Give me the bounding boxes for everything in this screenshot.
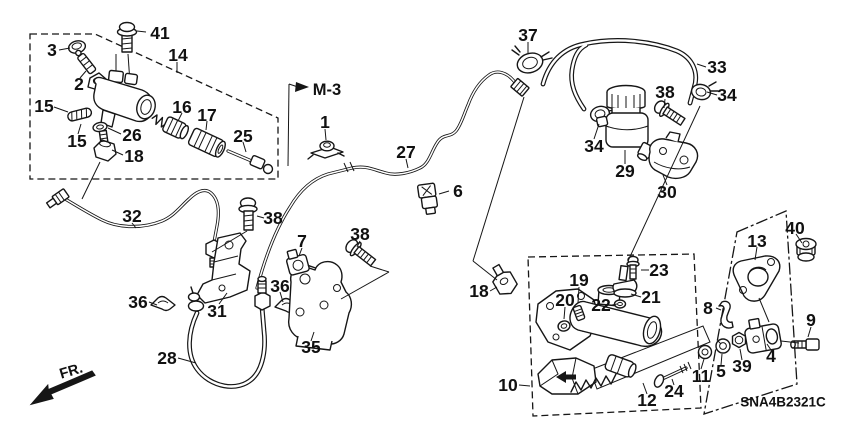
part-label-38-17: 38	[655, 82, 675, 102]
reservoir-inlet-21	[612, 264, 638, 298]
part-label-34-18: 34	[584, 136, 604, 156]
diagram-code: SNA4B2321C	[740, 395, 826, 410]
pedal-joint-4	[744, 317, 782, 354]
label-leader-lines	[53, 30, 812, 395]
reservoir-hose-33	[540, 38, 699, 112]
kit-bag	[537, 357, 597, 395]
part-label-30-20: 30	[657, 182, 677, 202]
hose-bracket-35	[287, 260, 353, 351]
part-label-36-25: 36	[128, 292, 148, 312]
o-ring-20	[557, 320, 571, 332]
union-fitting-18	[93, 129, 117, 162]
mount-plate-13	[732, 255, 781, 302]
reservoir-tank-29	[595, 84, 655, 162]
clutch-pipe-27	[255, 70, 530, 290]
part-label-34-16: 34	[717, 85, 737, 105]
m3-reference: M-3	[295, 81, 341, 99]
part-label-4-42: 4	[766, 346, 776, 366]
part-label-37-14: 37	[518, 25, 537, 45]
part-label-23-35: 23	[649, 260, 669, 280]
hose-clamp-37	[511, 45, 553, 74]
part-label-26-6: 26	[122, 125, 142, 145]
pin-clip-8	[718, 300, 734, 329]
pipe-clamp-6	[416, 182, 439, 215]
clutch-pipe-32	[45, 188, 223, 268]
part-label-38-22: 38	[263, 208, 283, 228]
slave-cylinder-body	[87, 69, 156, 128]
part-label-11-39: 11	[692, 366, 711, 386]
part-label-31-26: 31	[207, 301, 227, 321]
push-rod-25	[226, 149, 274, 175]
bolt-23	[626, 255, 640, 280]
part-label-29-19: 29	[615, 161, 635, 181]
clutch-hose-28	[187, 275, 271, 389]
cylinder-17	[187, 127, 226, 158]
part-label-15-4: 15	[34, 96, 54, 116]
part-label-6-13: 6	[453, 181, 463, 201]
part-label-18-30: 18	[469, 281, 489, 301]
flange-bolt-38-left	[238, 197, 258, 231]
spring-clip-15	[67, 107, 93, 122]
grommet-40	[795, 237, 817, 262]
part-label-32-21: 32	[122, 206, 142, 226]
part-label-33-15: 33	[707, 57, 727, 77]
part-label-8-44: 8	[703, 298, 713, 318]
hose-clamp-34-right	[690, 81, 719, 101]
part-label-15-5: 15	[67, 131, 87, 151]
tank-bracket-30	[648, 131, 699, 180]
part-label-16-8: 16	[172, 97, 192, 117]
part-label-19-31: 19	[569, 270, 589, 290]
part-label-41-0: 41	[150, 23, 170, 43]
part-label-18-7: 18	[124, 146, 144, 166]
part-label-7-24: 7	[297, 231, 307, 251]
valve-rod-24	[653, 361, 692, 388]
slave-cylinder-assembly-box	[29, 33, 279, 180]
part-label-24-38: 24	[664, 381, 684, 401]
pipe-clip-1	[307, 140, 345, 160]
pipe-clamp-7	[286, 248, 317, 276]
part-label-5-40: 5	[716, 361, 726, 381]
part-label-25-10: 25	[233, 126, 253, 146]
piston-16	[151, 114, 190, 140]
part-label-10-36: 10	[498, 375, 518, 395]
part-label-36-27: 36	[270, 276, 290, 296]
part-label-20-32: 20	[555, 290, 575, 310]
part-label-27-12: 27	[396, 142, 415, 162]
joint-pin-9	[790, 338, 820, 351]
union-fitting-18-right	[492, 263, 518, 295]
part-label-9-43: 9	[806, 310, 816, 330]
part-label-22-33: 22	[591, 295, 611, 315]
part-label-17-9: 17	[197, 105, 216, 125]
master-cylinder-kit-box	[527, 253, 702, 417]
fr-direction-label: FR.	[58, 361, 85, 383]
part-label-35-29: 35	[301, 337, 321, 357]
flange-bolt-38-top-right	[653, 100, 686, 126]
washer-5	[715, 338, 731, 354]
hose-clip-36-left	[150, 295, 176, 312]
bleeder-screw-2	[75, 49, 97, 75]
fr-direction-arrow: FR.	[29, 361, 96, 406]
pedal-joint-box	[703, 210, 798, 415]
part-label-2-2: 2	[74, 74, 84, 94]
flange-bolt-38-mid	[345, 239, 377, 267]
part-label-3-1: 3	[47, 40, 57, 60]
part-label-38-23: 38	[350, 224, 370, 244]
pipe-bracket-31	[196, 232, 251, 304]
part-label-12-37: 12	[637, 390, 657, 410]
nut-39	[731, 331, 747, 349]
part-label-40-46: 40	[785, 218, 805, 238]
part-label-13-45: 13	[747, 231, 767, 251]
part-label-39-41: 39	[732, 356, 752, 376]
connector-lines	[81, 83, 800, 344]
piston-spring-12	[570, 354, 637, 393]
part-label-28-28: 28	[157, 348, 177, 368]
m3-reference-label: M-3	[313, 81, 341, 99]
part-label-14-3: 14	[168, 45, 188, 65]
flange-bolt-41	[115, 21, 138, 84]
washer-11	[697, 344, 713, 360]
part-label-1-11: 1	[320, 112, 330, 132]
part-label-21-34: 21	[641, 287, 661, 307]
clip-19	[572, 304, 586, 322]
